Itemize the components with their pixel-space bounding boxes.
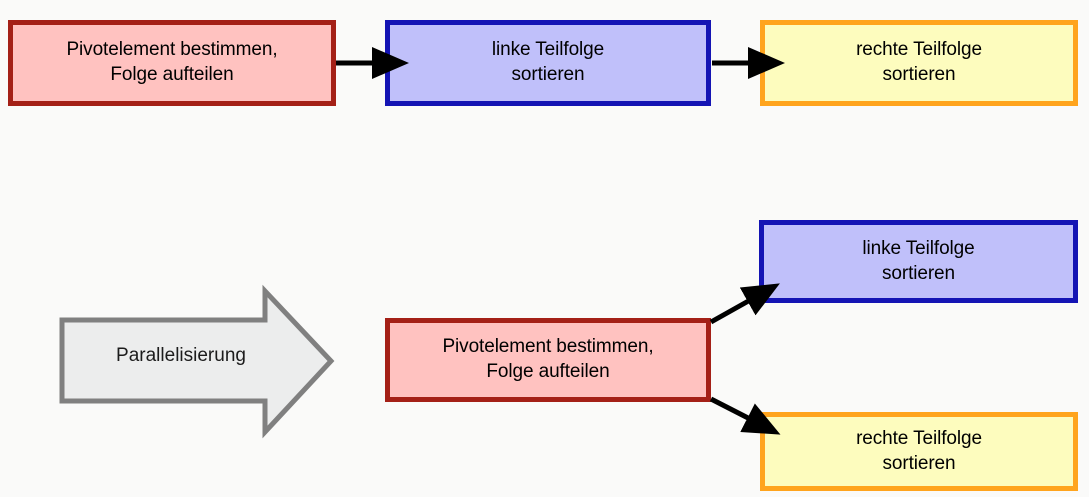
arrow-pivot-to-right-bottom: [709, 396, 781, 435]
node-right-subsequence-top[interactable]: rechte Teilfolge sortieren: [760, 20, 1078, 106]
arrow-pivot-to-left-bottom: [709, 283, 780, 325]
node-right-subsequence-bottom[interactable]: rechte Teilfolge sortieren: [760, 412, 1078, 491]
node-left-subsequence-bottom[interactable]: linke Teilfolge sortieren: [759, 220, 1078, 303]
node-pivot-bottom[interactable]: Pivotelement bestimmen, Folge aufteilen: [385, 318, 711, 402]
block-arrow-label: Parallelisierung: [116, 345, 246, 366]
node-pivot-top[interactable]: Pivotelement bestimmen, Folge aufteilen: [8, 20, 336, 106]
node-left-subsequence-top[interactable]: linke Teilfolge sortieren: [385, 20, 711, 106]
